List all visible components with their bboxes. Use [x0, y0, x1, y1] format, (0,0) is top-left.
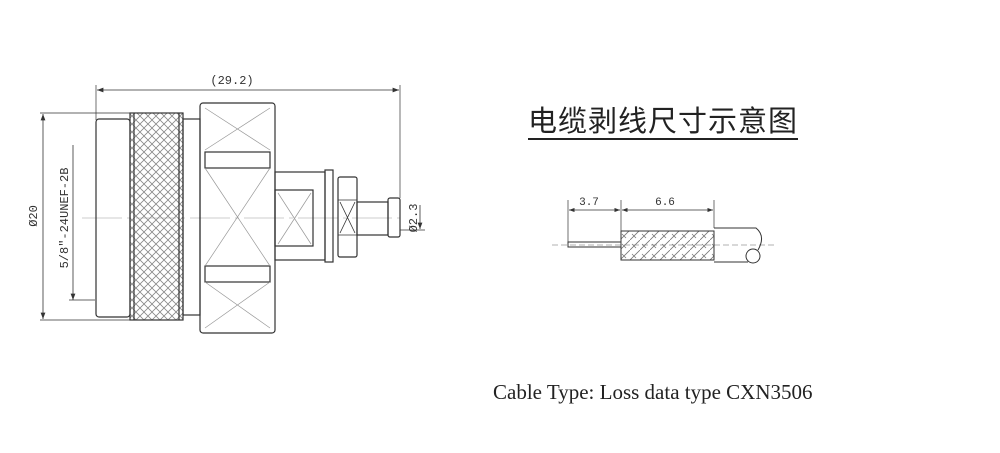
- cable-type-caption: Cable Type: Loss data type CXN3506: [493, 380, 813, 404]
- diameter-dim: Ø20: [27, 205, 41, 227]
- thread-dim: 5/8"-24UNEF-2B: [58, 168, 72, 269]
- page-title: 电缆剥线尺寸示意图: [528, 104, 799, 140]
- braid-strip-dim: 6.6: [655, 197, 675, 209]
- pin-diameter-dim: Ø2.3: [407, 204, 421, 233]
- center-strip-dim: 3.7: [579, 197, 599, 209]
- overall-length-dim: (29.2): [210, 74, 253, 88]
